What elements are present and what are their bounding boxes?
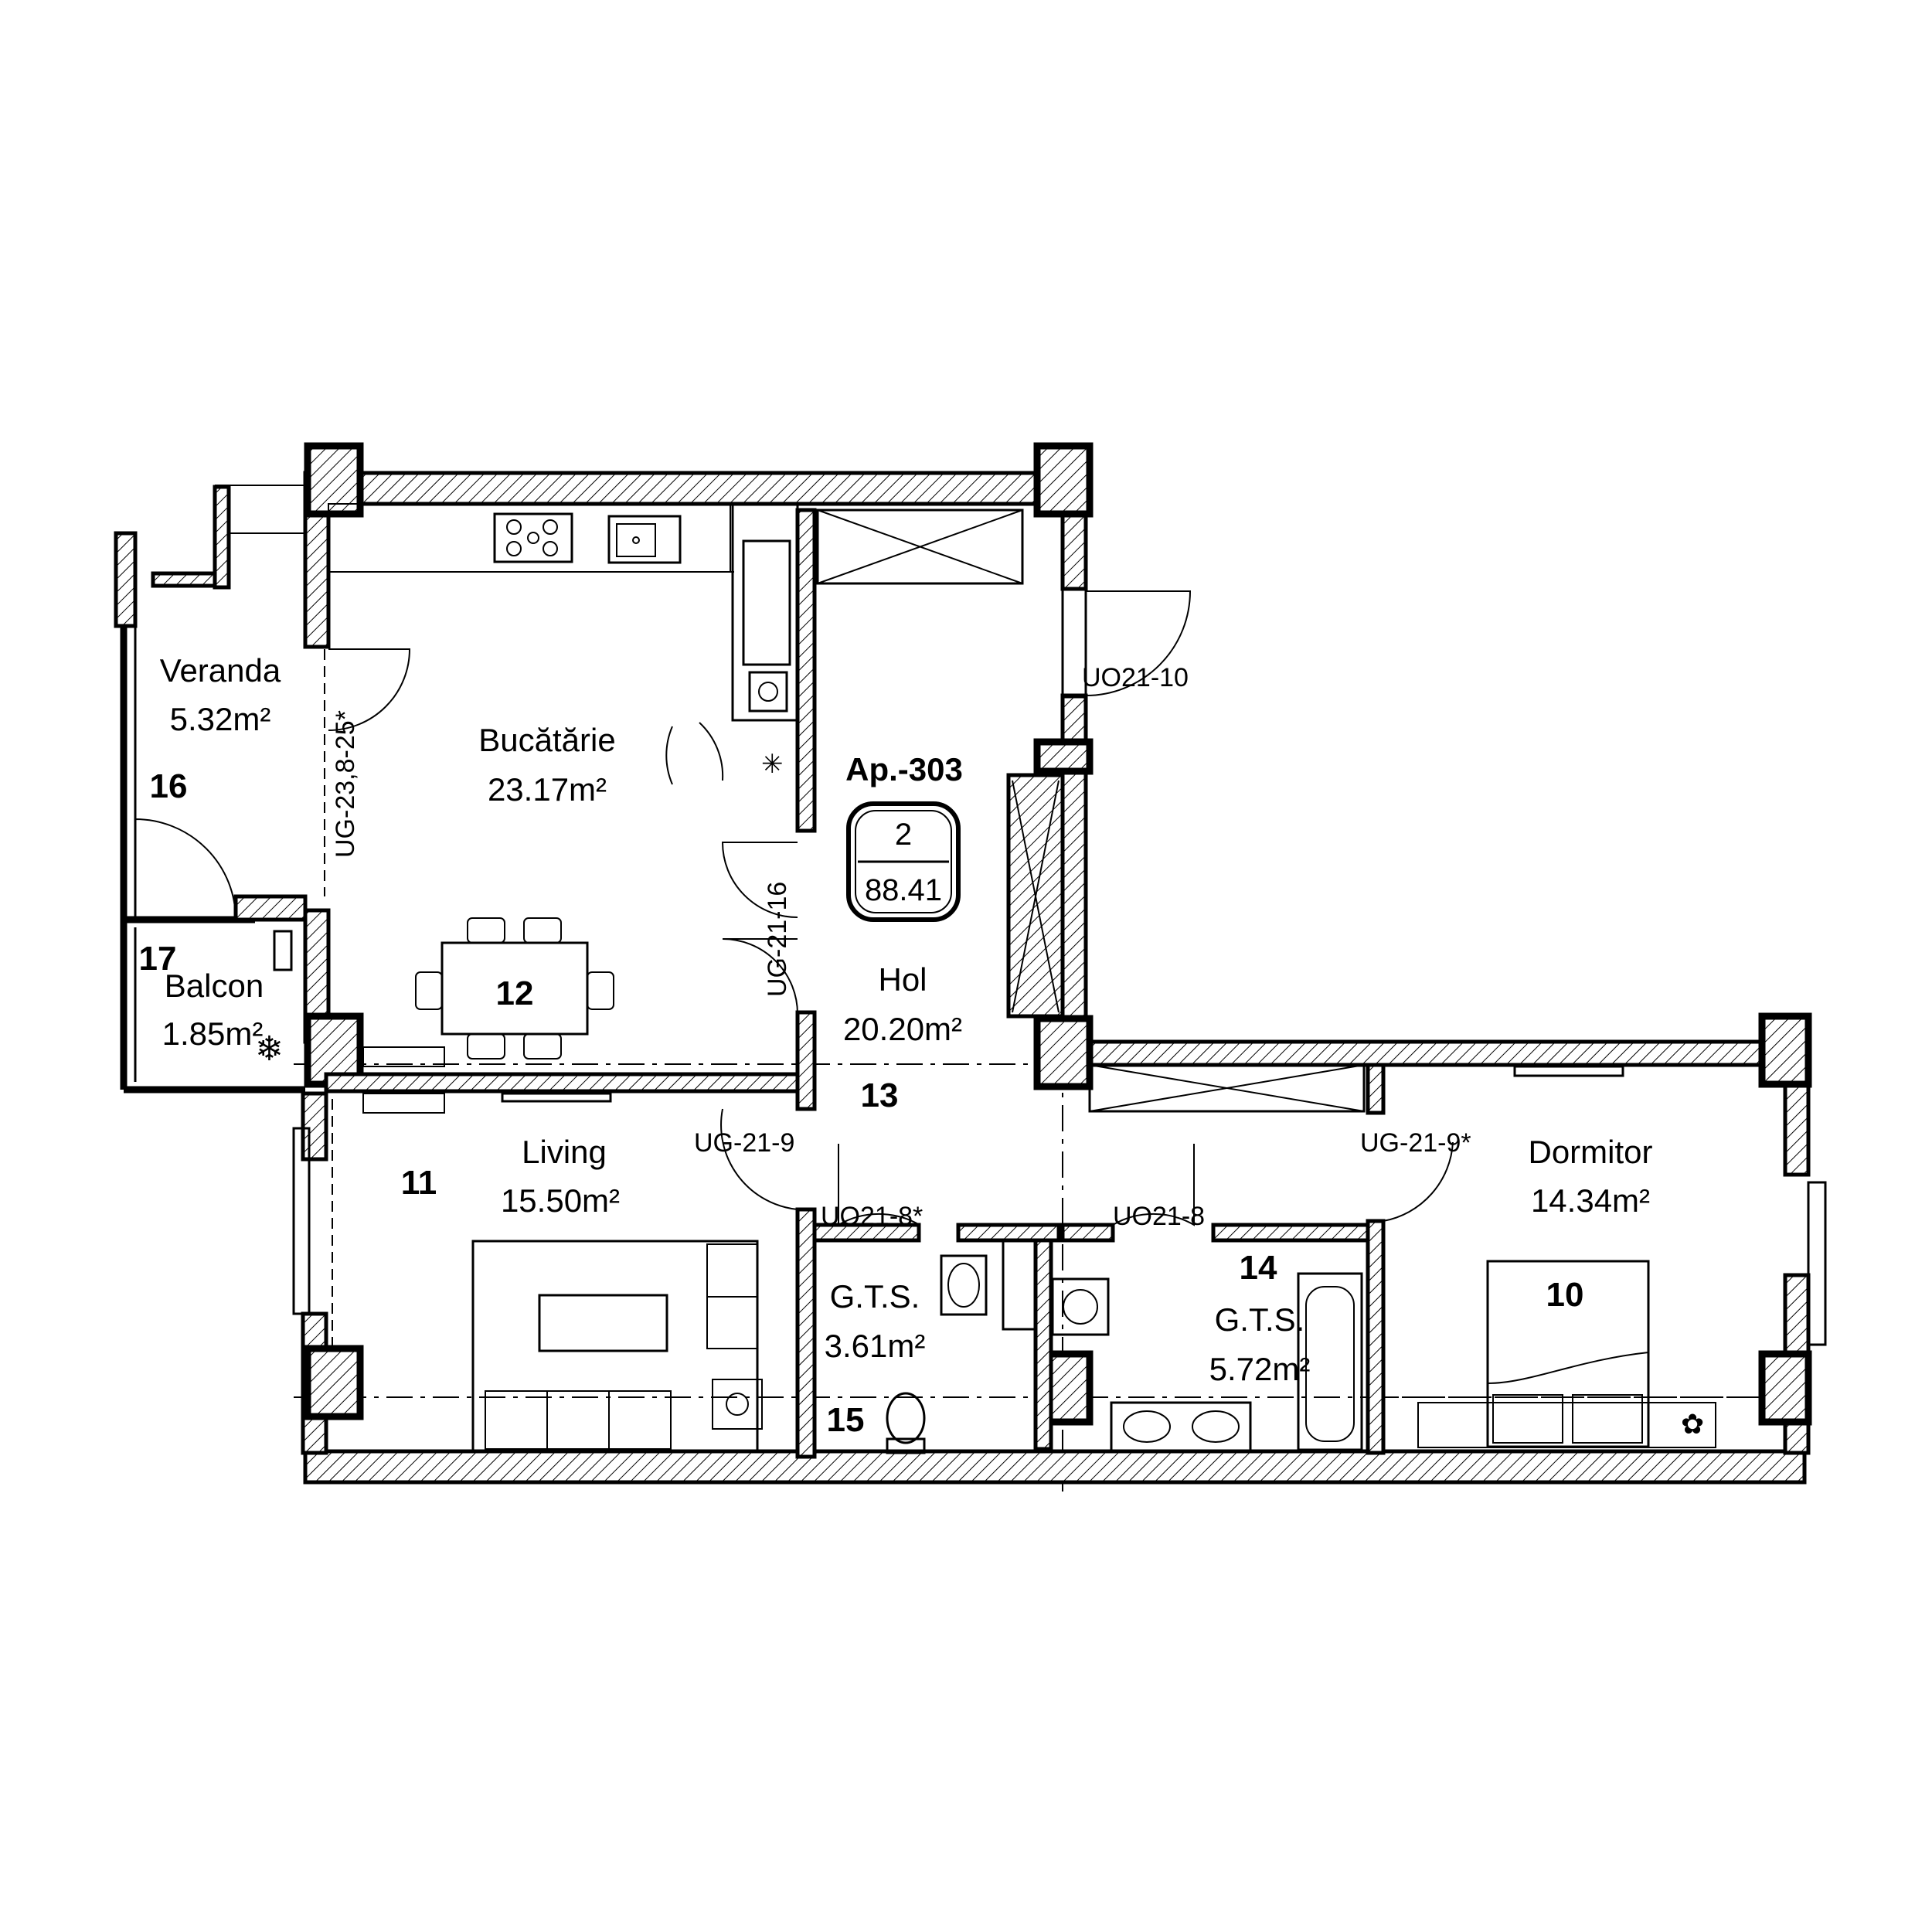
room-name-dormitor: Dormitor [1528, 1134, 1652, 1170]
sink-icon [607, 515, 682, 564]
door-code-ug-23-8-25: UG-23,8-25* [331, 710, 360, 858]
sofa-icon [471, 1240, 759, 1453]
door-code-uo21-10: UO21-10 [1082, 663, 1189, 692]
kitchen-fixtures [328, 503, 791, 1114]
windows [292, 509, 1827, 1346]
room-name-living: Living [522, 1134, 607, 1170]
tv-unit-icon [501, 1092, 612, 1103]
room-number-living: 11 [401, 1164, 437, 1202]
wardrobe-icon [1417, 1402, 1716, 1448]
bathtub-icon [1297, 1272, 1363, 1451]
stove-icon [493, 512, 573, 563]
room-name-hol: Hol [878, 961, 927, 998]
door-code-ug-21-16: UG-21-16 [763, 882, 792, 997]
snowflake-icon: ❄ [255, 1030, 284, 1068]
room-number-gts-small: 15 [827, 1401, 865, 1439]
room-area-hol: 20.20m² [843, 1011, 962, 1047]
interior-walls [324, 502, 1386, 1459]
room-area-gts-small: 3.61m² [825, 1328, 926, 1364]
plant-icon: ✿ [1681, 1408, 1704, 1440]
door-code-uo21-8: UO21-8 [1113, 1202, 1205, 1231]
apartment-code: Ap.-303 [845, 751, 963, 787]
room-name-gts-large: G.T.S. [1215, 1301, 1305, 1338]
room-number-veranda: 16 [150, 767, 188, 805]
room-number-dormitor: 10 [1546, 1276, 1584, 1314]
room-number-gts-large: 14 [1240, 1249, 1277, 1287]
room-area-living: 15.50m² [501, 1182, 620, 1219]
double-sink-icon [1110, 1401, 1252, 1453]
coffee-table-icon [538, 1294, 668, 1352]
fridge-icon [742, 539, 791, 713]
apartment-total-area: 88.41 [865, 873, 942, 907]
room-labels: Veranda 5.32m² 16 17 Balcon 1.85m² Bucăt… [139, 652, 1653, 1439]
room-name-bucatarie: Bucătărie [478, 722, 615, 758]
room-number-bucatarie: 12 [496, 975, 534, 1012]
room-area-balcon: 1.85m² [162, 1015, 264, 1052]
door-code-ug-21-9: UG-21-9 [694, 1128, 794, 1158]
washing-machine-icon [1051, 1277, 1110, 1336]
apartment-rooms: 2 [895, 818, 912, 852]
shelf-icon [1513, 1065, 1624, 1077]
room-area-gts-large: 5.72m² [1209, 1351, 1311, 1387]
bathroom-fixtures [886, 1239, 1363, 1454]
door-code-ug-21-9-star: UG-21-9* [1360, 1128, 1471, 1158]
room-area-bucatarie: 23.17m² [488, 771, 607, 808]
room-area-veranda: 5.32m² [170, 701, 271, 737]
door-swings [134, 590, 1454, 1226]
living-fixtures [471, 1092, 763, 1453]
lamp-icon [712, 1379, 763, 1430]
dining-table-icon [415, 917, 614, 1060]
columns [304, 442, 1812, 1426]
room-number-hol: 13 [861, 1077, 899, 1114]
veranda-outline [114, 485, 308, 1094]
bedroom-fixtures: ✿ [1417, 1065, 1716, 1448]
room-number-balcon: 17 [139, 940, 177, 978]
shaft-icon [1002, 1239, 1037, 1331]
room-area-dormitor: 14.34m² [1531, 1182, 1650, 1219]
radiator-icon [362, 1046, 445, 1114]
room-name-veranda: Veranda [160, 652, 281, 689]
room-name-gts-small: G.T.S. [830, 1278, 920, 1315]
toilet-icon [886, 1392, 926, 1454]
door-labels: UO21-10 UG-23,8-25* UG-21-16 UG-21-9 UO2… [331, 663, 1471, 1231]
room-name-balcon: Balcon [165, 968, 264, 1004]
asterisk-icon: ✳ [761, 750, 784, 779]
door-code-uo21-8-star: UO21-8* [821, 1202, 923, 1231]
apartment-badge: Ap.-303 2 88.41 [845, 751, 963, 922]
washbasin-icon [940, 1254, 988, 1316]
